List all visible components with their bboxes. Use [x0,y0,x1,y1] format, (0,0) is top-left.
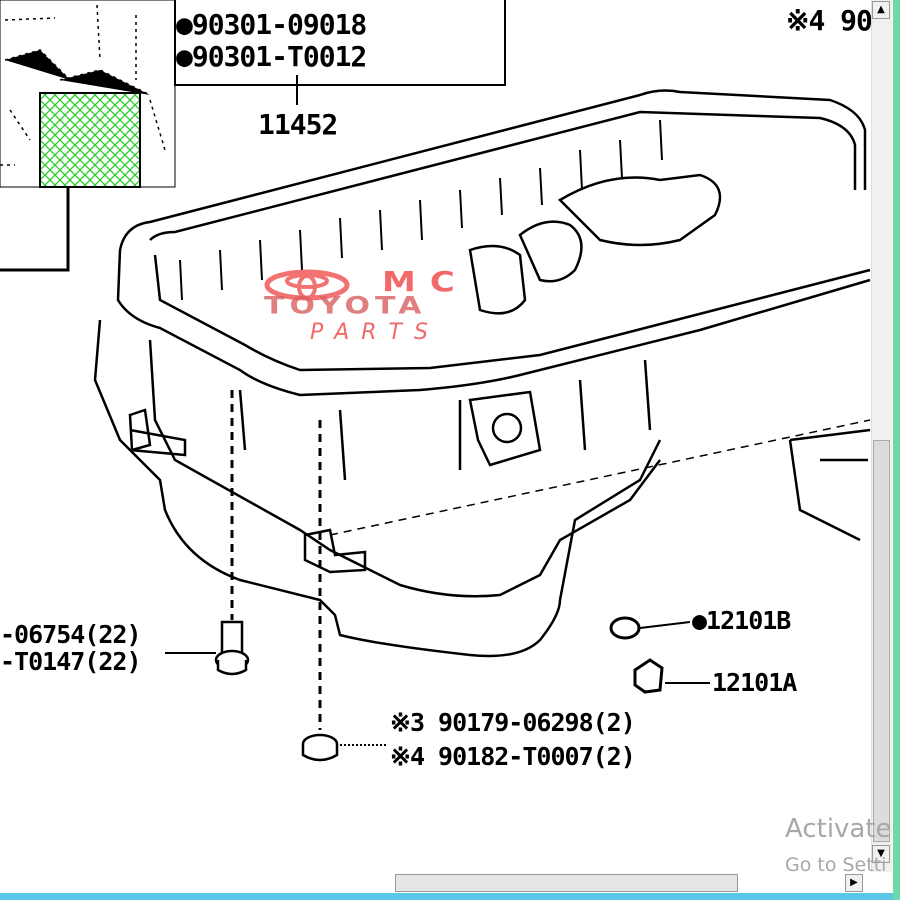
flange-bolt [214,620,250,676]
window-border-bottom [0,893,900,900]
part-label-90179-06298[interactable]: ※3 90179-06298(2) [390,708,636,737]
thumbnail-highlight[interactable] [39,92,141,188]
window-border-right [893,0,900,900]
activate-windows-subtitle: Go to Setti [785,854,887,876]
drain-plug [633,658,664,694]
scroll-down-button[interactable]: ▼ [872,845,890,863]
arrow-down-icon: ▼ [877,848,885,859]
arrow-right-icon: ▶ [850,877,858,888]
part-label-T0147[interactable]: -T0147(22) [0,647,142,676]
logo-mc: MC [382,266,469,298]
omc-toyota-parts-logo: MC TOYOTA PARTS [262,266,522,348]
scroll-right-button[interactable]: ▶ [845,874,863,892]
overview-thumbnail[interactable] [0,0,176,272]
logo-parts: PARTS [310,320,440,345]
part-label-12101A[interactable]: 12101A [712,668,797,697]
horizontal-scrollbar[interactable]: ▶ [0,872,871,893]
part-label-top-right[interactable]: ※4 90 [786,4,873,37]
drain-plug-gasket [609,616,641,640]
part-label-06754[interactable]: -06754(22) [0,620,142,649]
nut [301,733,339,762]
part-label-11452[interactable]: 11452 [258,108,338,141]
oil-pan [93,89,871,658]
logo-toyota: TOYOTA [264,292,427,320]
activate-windows-title: Activate [785,814,892,844]
part-label-12101B[interactable]: ●12101B [692,606,791,635]
horizontal-scroll-thumb[interactable] [395,874,738,892]
part-label-90301-09018[interactable]: ●90301-09018 [176,8,367,41]
part-label-90182-T0007[interactable]: ※4 90182-T0007(2) [390,742,636,771]
vertical-scroll-thumb[interactable] [873,440,890,842]
part-label-90301-T0012[interactable]: ●90301-T0012 [176,40,367,73]
vertical-scrollbar[interactable]: ▲ ▼ [871,0,892,872]
scroll-up-button[interactable]: ▲ [872,1,890,19]
arrow-up-icon: ▲ [877,4,885,15]
